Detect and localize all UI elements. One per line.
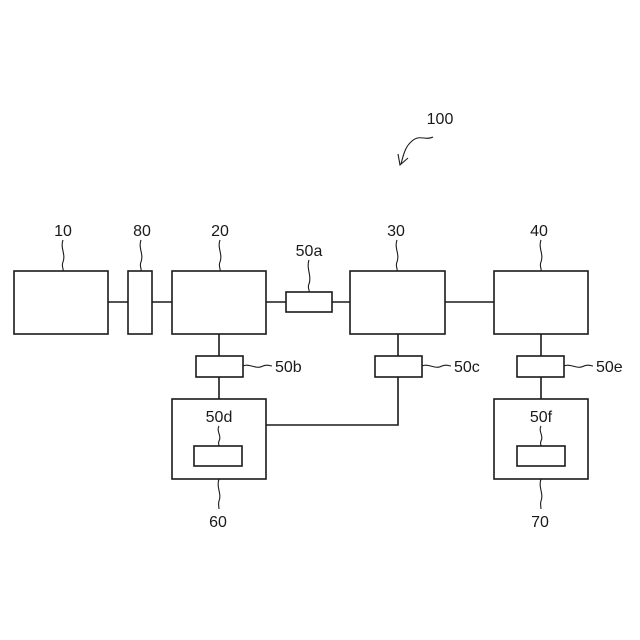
block-50d-inner — [194, 446, 242, 466]
ref-label-100: 100 — [427, 111, 454, 128]
block-30 — [350, 271, 445, 334]
label-50b: 50b — [275, 359, 302, 376]
label-50f: 50f — [530, 409, 553, 426]
block-50a — [286, 292, 332, 312]
block-10 — [14, 271, 108, 334]
leader-40 — [540, 240, 542, 271]
block-50f-inner — [517, 446, 565, 466]
leader-10 — [62, 240, 64, 271]
label-70: 70 — [531, 514, 549, 531]
label-10: 10 — [54, 223, 72, 240]
leader-20 — [219, 240, 221, 271]
block-40 — [494, 271, 588, 334]
leader-70 — [540, 479, 542, 509]
label-50a: 50a — [296, 243, 323, 260]
label-30: 30 — [387, 223, 405, 240]
leader-50b — [243, 365, 272, 367]
leader-50e — [564, 365, 593, 367]
block-80 — [128, 271, 152, 334]
label-60: 60 — [209, 514, 227, 531]
label-40: 40 — [530, 223, 548, 240]
block-50e — [517, 356, 564, 377]
leader-50a — [308, 260, 310, 292]
block-50b — [196, 356, 243, 377]
label-50e: 50e — [596, 359, 623, 376]
label-50c: 50c — [454, 359, 480, 376]
leader-60 — [218, 479, 220, 509]
wire-50c-60 — [266, 377, 398, 425]
block-20 — [172, 271, 266, 334]
label-20: 20 — [211, 223, 229, 240]
label-50d: 50d — [206, 409, 233, 426]
leader-50c — [422, 365, 451, 367]
leader-80 — [140, 240, 142, 271]
label-80: 80 — [133, 223, 151, 240]
block-50c — [375, 356, 422, 377]
leader-30 — [396, 240, 398, 271]
